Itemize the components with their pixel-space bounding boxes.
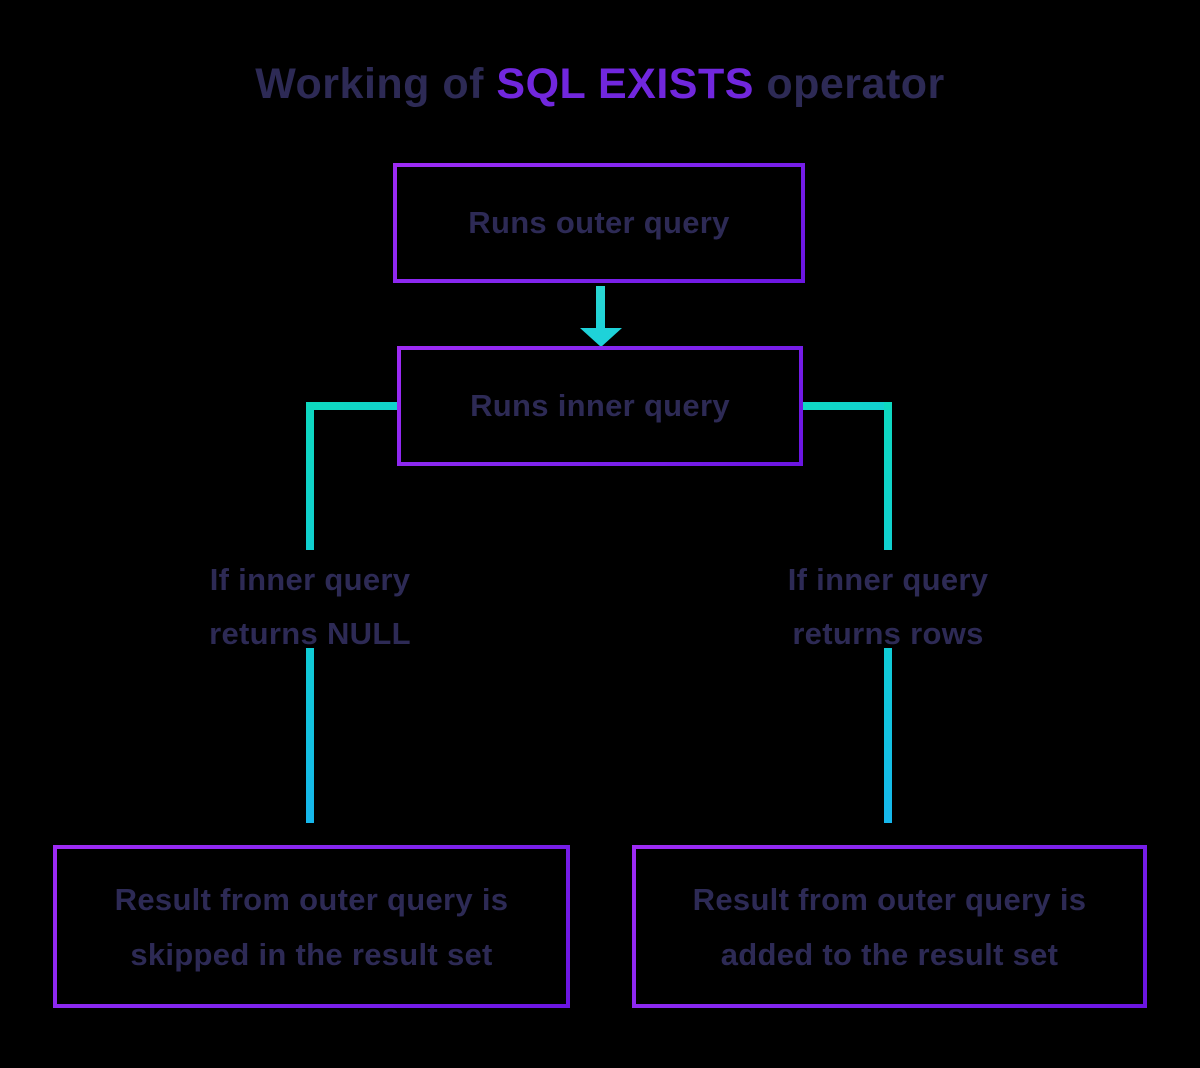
connector-right-vertical-lower <box>884 648 892 823</box>
connector-left-vertical-upper <box>306 402 314 550</box>
title-suffix: operator <box>753 60 945 108</box>
down-arrow-head-icon <box>580 328 622 347</box>
node-result-added: Result from outer query is added to the … <box>632 845 1147 1008</box>
connector-left-vertical-lower <box>306 648 314 823</box>
condition-line: returns rows <box>792 616 984 651</box>
down-arrow-icon <box>596 286 605 328</box>
connector-right-vertical-upper <box>884 402 892 550</box>
node-label-line: added to the result set <box>720 936 1059 972</box>
connector-right-horizontal <box>803 402 892 410</box>
page-title: Working of SQL EXISTS operator <box>0 60 1200 109</box>
connector-left-horizontal <box>306 402 397 410</box>
node-label-line: Result from outer query is <box>692 881 1087 917</box>
node-runs-outer-query: Runs outer query <box>393 163 805 283</box>
node-result-skipped: Result from outer query is skipped in th… <box>53 845 570 1008</box>
title-prefix: Working of <box>255 60 497 108</box>
condition-line: returns NULL <box>209 616 411 651</box>
title-highlight: SQL EXISTS <box>496 60 754 108</box>
condition-line: If inner query <box>787 562 989 597</box>
condition-line: If inner query <box>209 562 411 597</box>
condition-label-returns-null: If inner query returns NULL <box>150 553 470 661</box>
node-label: Runs inner query <box>470 388 730 423</box>
node-label: Runs outer query <box>468 205 730 240</box>
condition-label-returns-rows: If inner query returns rows <box>728 553 1048 661</box>
node-label-line: skipped in the result set <box>130 936 493 972</box>
node-runs-inner-query: Runs inner query <box>397 346 803 466</box>
node-label-line: Result from outer query is <box>114 881 509 917</box>
